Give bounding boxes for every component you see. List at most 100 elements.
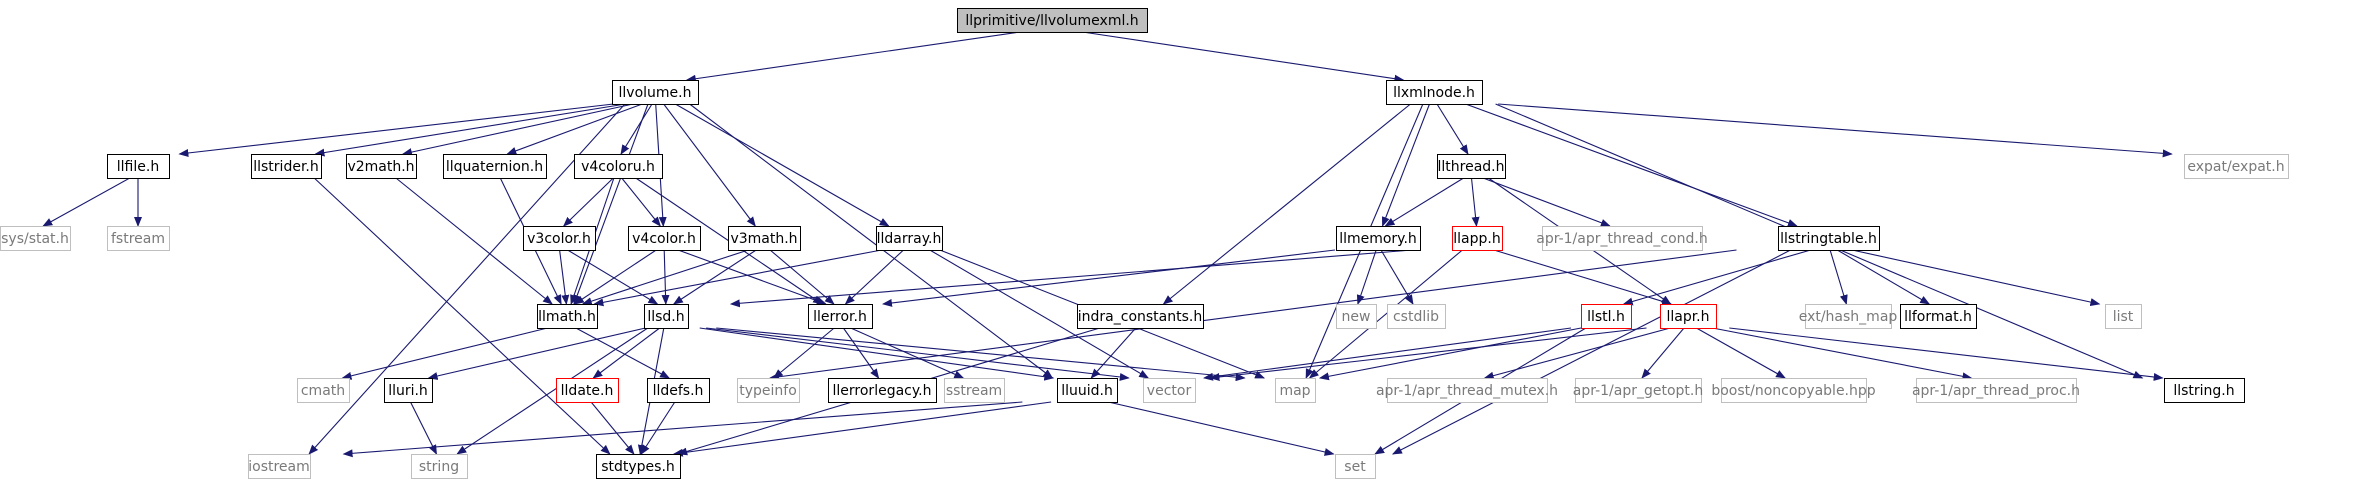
- edge-llvolume-to-lluuid: [689, 103, 1054, 379]
- node-box: [1336, 304, 1377, 329]
- node-apr_thread_proc: apr-1/apr_thread_proc.h: [1912, 378, 2080, 403]
- node-string: string: [411, 454, 468, 479]
- node-sstream: sstream: [944, 378, 1005, 403]
- node-box: [957, 8, 1148, 33]
- node-box: [443, 154, 547, 179]
- node-lldate[interactable]: lldate.h: [556, 378, 619, 403]
- edge-indra_constants-to-lluuid: [1090, 327, 1137, 379]
- node-label: lluuid.h: [1061, 383, 1113, 399]
- node-lldarray[interactable]: lldarray.h: [876, 226, 943, 251]
- node-label: typeinfo: [739, 383, 797, 399]
- node-fstream: fstream: [107, 226, 170, 251]
- node-label: lldate.h: [561, 383, 614, 399]
- node-label: apr-1/apr_thread_cond.h: [1536, 231, 1707, 247]
- node-box: [1057, 378, 1118, 403]
- node-box: [1275, 378, 1316, 403]
- edge-llstringtable-to-set: [1392, 249, 1791, 455]
- edge-llthread-to-apr_thread_cond: [1482, 177, 1611, 227]
- node-lluri[interactable]: lluri.h: [384, 378, 433, 403]
- edge-llapr-to-apr_getopt: [1641, 327, 1685, 379]
- node-llmemory[interactable]: llmemory.h: [1336, 226, 1421, 251]
- node-lluuid[interactable]: lluuid.h: [1057, 378, 1118, 403]
- edge-llvolume-to-lldarray: [675, 103, 890, 227]
- node-llformat[interactable]: llformat.h: [1900, 304, 1977, 329]
- edge-llmemory-to-llerror: [882, 249, 1336, 307]
- node-ext_hash_map: ext/hash_map: [1799, 304, 1897, 329]
- edge-lldefs-to-stdtypes: [640, 401, 676, 455]
- node-label: cstdlib: [1393, 309, 1439, 325]
- edge-llerror-to-llerrorlegacy: [842, 327, 880, 379]
- node-label: v3color.h: [527, 231, 591, 247]
- edge-llsd-to-lldate: [592, 327, 661, 379]
- node-llxmlnode[interactable]: llxmlnode.h: [1386, 80, 1483, 105]
- edge-llxmlnode-to-llmemory: [1381, 103, 1431, 227]
- node-llstring[interactable]: llstring.h: [2164, 378, 2245, 403]
- edges-layer: [42, 31, 2173, 458]
- node-llerrorlegacy[interactable]: llerrorlegacy.h: [828, 378, 937, 403]
- node-llapr[interactable]: llapr.h: [1660, 304, 1717, 329]
- node-box: [1721, 378, 1867, 403]
- edge-root-to-llxmlnode: [1082, 31, 1405, 83]
- edge-v4color-to-llerror: [677, 249, 827, 305]
- edge-lluri-to-string: [410, 401, 437, 455]
- node-label: llapp.h: [1453, 231, 1500, 247]
- edge-llmemory-to-new: [1356, 249, 1377, 305]
- node-v3math[interactable]: v3math.h: [728, 226, 801, 251]
- node-stdtypes[interactable]: stdtypes.h: [596, 454, 681, 479]
- node-typeinfo: typeinfo: [737, 378, 800, 403]
- node-llstl[interactable]: llstl.h: [1581, 304, 1632, 329]
- edge-llsd-to-lluri: [427, 327, 646, 380]
- node-box: [1335, 454, 1376, 479]
- node-label: llquaternion.h: [446, 159, 543, 175]
- node-label: vector: [1147, 383, 1192, 399]
- node-v2math[interactable]: v2math.h: [346, 154, 417, 179]
- node-llsd[interactable]: llsd.h: [644, 304, 689, 329]
- node-box: [1542, 226, 1703, 251]
- node-v3color[interactable]: v3color.h: [523, 226, 596, 251]
- node-llstringtable[interactable]: llstringtable.h: [1778, 226, 1880, 251]
- node-llfile[interactable]: llfile.h: [107, 154, 170, 179]
- node-llstrider[interactable]: llstrider.h: [251, 154, 322, 179]
- node-llthread[interactable]: llthread.h: [1437, 154, 1506, 179]
- node-llerror[interactable]: llerror.h: [808, 304, 873, 329]
- node-new: new: [1336, 304, 1377, 329]
- node-box: [297, 378, 350, 403]
- node-llquaternion[interactable]: llquaternion.h: [443, 154, 547, 179]
- edge-llvolume-to-iostream: [308, 103, 626, 455]
- node-llvolume[interactable]: llvolume.h: [612, 80, 699, 105]
- edge-llapr-to-apr_thread_mutex: [1483, 327, 1671, 380]
- edge-llvolume-to-v4coloru: [620, 103, 653, 155]
- node-llapp[interactable]: llapp.h: [1452, 226, 1503, 251]
- node-apr_thread_mutex: apr-1/apr_thread_mutex.h: [1376, 378, 1558, 403]
- node-label: llsd.h: [647, 309, 684, 325]
- node-v4coloru[interactable]: v4coloru.h: [574, 154, 663, 179]
- node-box: [647, 378, 710, 403]
- node-vector: vector: [1143, 378, 1196, 403]
- node-indra_constants[interactable]: indra_constants.h: [1077, 304, 1204, 329]
- node-box: [1660, 304, 1717, 329]
- edge-llapp-to-map: [1308, 249, 1463, 379]
- node-root[interactable]: llprimitive/llvolumexml.h: [957, 8, 1148, 33]
- node-box: [107, 154, 170, 179]
- node-label: map: [1279, 383, 1310, 399]
- node-box: [1077, 304, 1204, 329]
- node-label: llfile.h: [117, 159, 159, 175]
- edge-llstrider-to-stdtypes: [313, 177, 611, 455]
- edge-v4coloru-to-v4color: [621, 177, 661, 227]
- node-box: [1778, 226, 1880, 251]
- node-llmath[interactable]: llmath.h: [537, 304, 598, 329]
- edge-lluuid-to-stdtypes: [672, 401, 1052, 457]
- node-box: [2164, 378, 2245, 403]
- edge-lldarray-to-llmath: [593, 249, 882, 307]
- node-label: sys/stat.h: [1, 231, 69, 247]
- node-v4color[interactable]: v4color.h: [628, 226, 701, 251]
- node-box: [2105, 304, 2142, 329]
- edge-llmath-to-cmath: [341, 327, 548, 380]
- edge-llapp-to-llapr: [1493, 249, 1673, 306]
- node-lldefs[interactable]: lldefs.h: [647, 378, 710, 403]
- edge-llthread-to-llmemory: [1384, 177, 1464, 227]
- edge-llapr-to-apr_thread_proc: [1712, 327, 1973, 381]
- node-label: llvolume.h: [619, 85, 692, 101]
- edge-llvolume-to-llstrider: [314, 103, 626, 157]
